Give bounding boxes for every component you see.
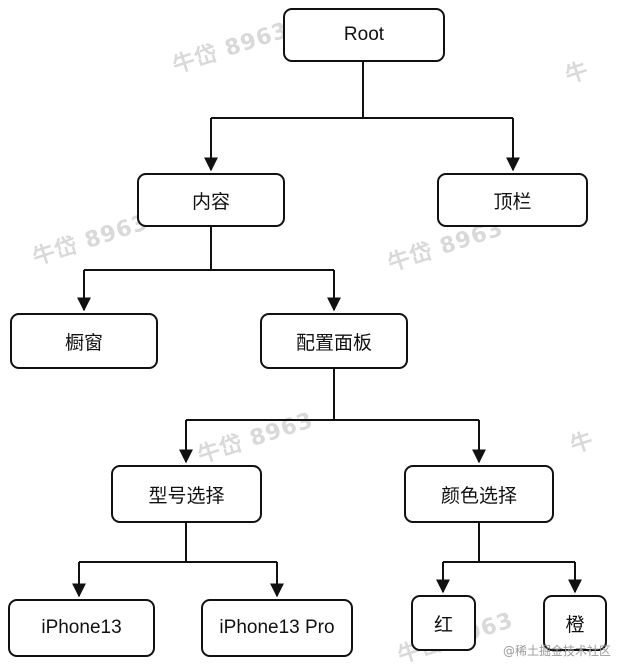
node-iphone13pro: iPhone13 Pro — [201, 599, 353, 657]
node-topbar: 顶栏 — [437, 173, 588, 227]
node-model-select: 型号选择 — [111, 465, 262, 523]
node-orange: 橙 — [543, 595, 607, 651]
node-config-panel: 配置面板 — [260, 313, 408, 369]
node-showcase: 橱窗 — [10, 313, 158, 369]
node-iphone13: iPhone13 — [8, 599, 155, 657]
node-red: 红 — [411, 595, 476, 651]
node-root: Root — [283, 8, 445, 62]
node-color-select: 颜色选择 — [404, 465, 554, 523]
site-credit: @稀土掘金技术社区 — [502, 644, 611, 658]
node-content: 内容 — [137, 173, 285, 227]
